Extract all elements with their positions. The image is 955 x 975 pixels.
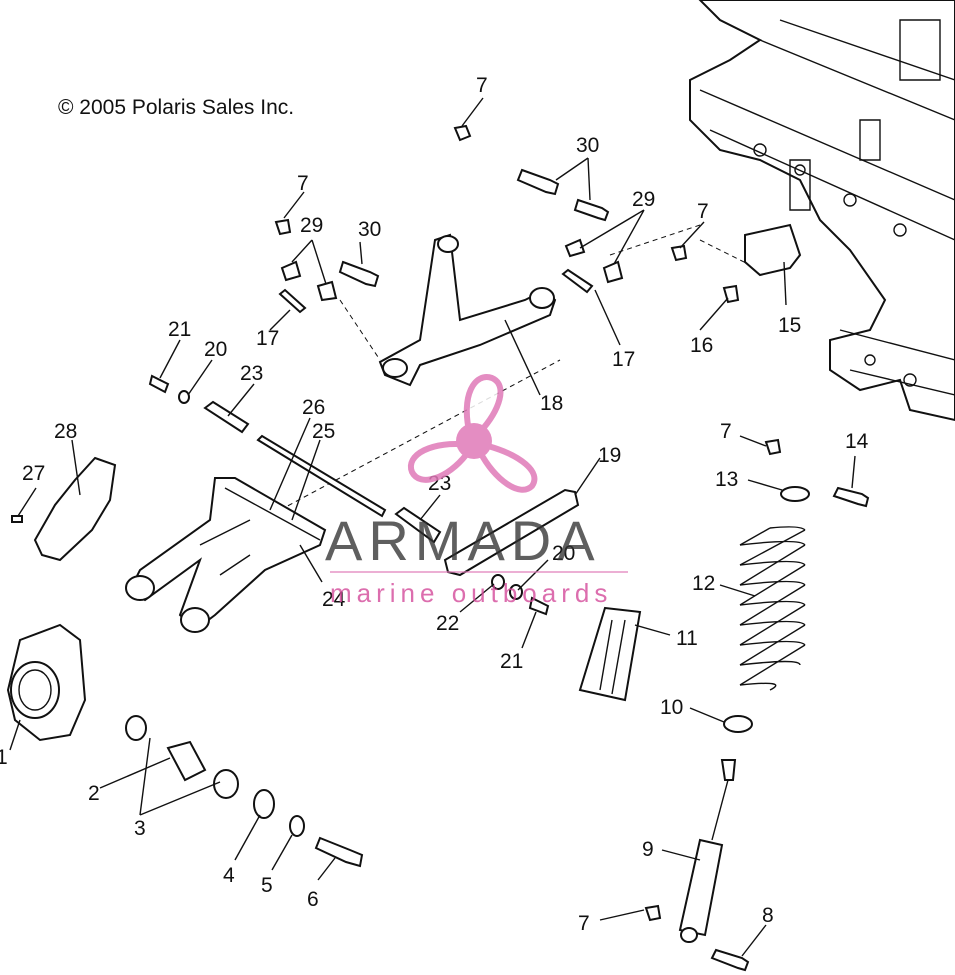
callout-3: 3 [134,817,146,840]
callout-labels: 1 2 3 4 5 6 7 7 7 7 7 7 8 9 10 11 12 13 … [0,74,869,935]
callout-23-upper: 23 [240,362,263,385]
callout-16: 16 [690,334,713,357]
callout-14: 14 [845,430,869,453]
callout-21-upper: 21 [168,318,191,341]
bolt-21-lower [528,596,550,616]
callout-5: 5 [261,874,273,897]
callout-8: 8 [762,904,774,927]
callout-29-right: 29 [632,188,655,211]
callout-26: 26 [302,396,325,419]
bolt-14 [832,486,870,508]
bracket-15 [744,223,802,277]
callout-19: 19 [598,444,621,467]
callout-30-left: 30 [358,218,381,241]
washer-22 [491,574,505,590]
bolt-30-right-a [516,168,560,196]
lower-control-arm-24 [125,477,327,633]
callout-7-e: 7 [578,912,590,935]
callout-7-d: 7 [720,420,732,443]
callout-28: 28 [54,420,77,443]
sleeve-23-lower [394,506,442,544]
callout-21-lower: 21 [500,650,523,673]
pin-17-right [561,268,594,294]
frame-assembly [689,0,955,422]
upper-control-arm-18 [378,233,557,387]
sleeve-23-upper [203,400,250,434]
callout-15: 15 [778,314,801,337]
bushing-29-right-a [564,238,586,258]
callout-13: 13 [715,468,738,491]
callout-10: 10 [660,696,683,719]
screw-27 [11,515,23,523]
copyright-notice: © 2005 Polaris Sales Inc. [58,96,295,119]
pivot-bolt-25-26 [256,434,387,518]
nut-5 [289,815,305,837]
callout-25: 25 [312,420,335,443]
nut-7-a [453,124,472,142]
callout-24: 24 [322,588,346,611]
callout-12: 12 [692,572,715,595]
nut-7-d [764,438,782,456]
shock-absorber-9 [678,759,737,943]
callout-20-lower: 20 [552,542,575,565]
bolt-21-upper [148,374,170,394]
callout-18: 18 [540,392,563,415]
bearing-2 [125,715,147,741]
bushing-29-left-b [316,280,338,302]
spring-retainer-13 [780,486,810,502]
callout-7-a: 7 [476,74,488,97]
nut-7-e [644,904,662,922]
callout-1: 1 [0,746,8,769]
bolt-8 [710,948,750,972]
callout-30-right: 30 [576,134,599,157]
spring-seat-10 [723,715,753,733]
watermark: ARMADA marine outboards [325,374,628,608]
leader-lines [9,97,856,957]
callout-17-right: 17 [612,348,635,371]
heat-shield-28 [33,456,117,562]
callout-27: 27 [22,462,45,485]
pin-17-left [278,288,307,314]
boot-11 [578,606,642,702]
callout-6: 6 [307,888,319,911]
washer-20-upper [178,390,190,404]
callout-29-left: 29 [300,214,323,237]
bolt-30-left [338,260,380,288]
spring-12 [739,526,806,691]
callout-4: 4 [223,864,235,887]
nut-7-b [274,218,292,236]
propeller-icon [407,374,538,493]
bolt-6 [314,836,364,868]
bushing-29-right-b [602,260,624,284]
callout-2: 2 [88,782,100,805]
bearing-carrier-1 [6,623,87,742]
callout-22: 22 [436,612,459,635]
callout-11: 11 [676,627,698,650]
nut-7-c [670,244,688,262]
watermark-tagline: marine outboards [330,578,612,608]
bushing-29-left-a [280,260,302,282]
callout-20-upper: 20 [204,338,227,361]
bolt-30-right-b [573,198,610,222]
callout-7-b: 7 [297,172,309,195]
watermark-brand: ARMADA [325,509,601,572]
callout-17-left: 17 [256,327,279,350]
washer-4 [253,789,275,819]
callout-9: 9 [642,838,654,861]
spacer-3 [166,740,239,799]
callout-7-c: 7 [697,200,709,223]
